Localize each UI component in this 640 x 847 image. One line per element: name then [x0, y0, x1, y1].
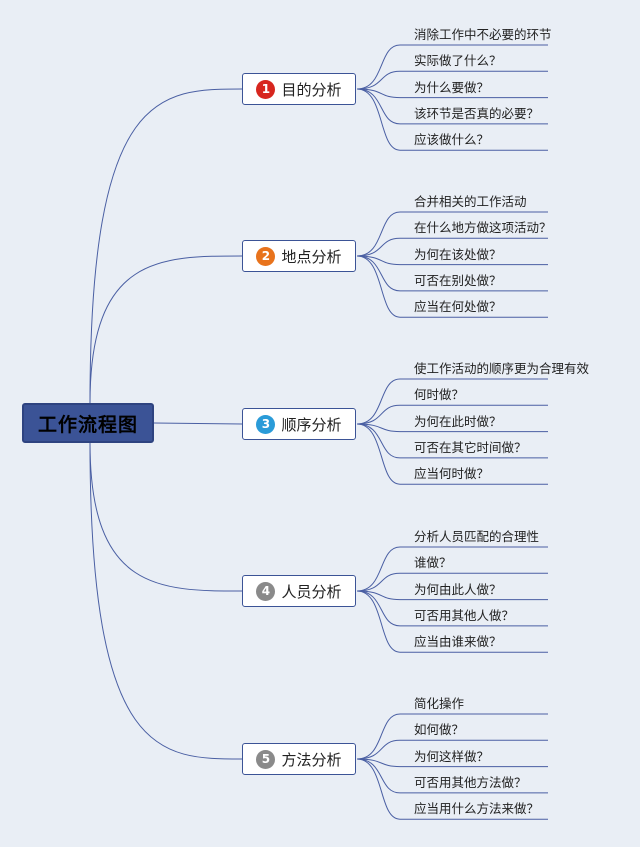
leaf-item[interactable]: 在什么地方做这项活动？ — [414, 220, 552, 236]
root-to-branch-line — [89, 88, 243, 404]
branch-label: 顺序分析 — [281, 415, 342, 434]
number-badge: 3 — [256, 414, 276, 434]
leaf-item[interactable]: 为何由此人做？ — [414, 581, 502, 597]
branch-to-leaf-line — [356, 404, 548, 425]
branch-to-leaf-line — [356, 88, 548, 125]
branch-to-leaf-line — [356, 255, 548, 318]
root-label: 工作流程图 — [37, 413, 138, 436]
branch-to-leaf-line — [356, 255, 548, 292]
leaf-item[interactable]: 应当用什么方法来做？ — [414, 801, 540, 817]
branch-to-leaf-line — [356, 378, 548, 425]
leaf-item[interactable]: 如何做？ — [414, 722, 465, 738]
leaf-item[interactable]: 分析人员匹配的合理性 — [414, 529, 540, 544]
branch-to-leaf-line — [356, 758, 548, 820]
leaf-item[interactable]: 简化操作 — [414, 696, 465, 711]
leaf-item[interactable]: 该环节是否真的必要？ — [414, 105, 540, 121]
branch-to-leaf-line — [356, 590, 548, 601]
leaf-item[interactable]: 为何在此时做？ — [414, 413, 502, 429]
branch-node-3[interactable]: 3 顺序分析 — [242, 408, 356, 440]
branch-to-leaf-line — [356, 88, 548, 151]
leaf-item[interactable]: 合并相关的工作活动 — [414, 194, 527, 209]
branch-to-leaf-line — [356, 88, 548, 99]
leaf-item[interactable]: 应当由谁来做？ — [414, 634, 502, 650]
leaf-item[interactable]: 可否在其它时间做？ — [414, 439, 527, 455]
branch-to-leaf-line — [356, 758, 548, 768]
leaf-item[interactable]: 应当在何处做？ — [414, 299, 502, 315]
leaf-item[interactable]: 实际做了什么？ — [414, 53, 502, 69]
branch-to-leaf-line — [356, 44, 548, 90]
leaf-item[interactable]: 谁做？ — [414, 555, 452, 571]
branch-to-leaf-line — [356, 237, 548, 257]
branch-to-leaf-line — [356, 572, 548, 592]
branch-node-5[interactable]: 5 方法分析 — [242, 743, 356, 775]
branch-to-leaf-line — [356, 590, 548, 627]
number-badge: 2 — [256, 246, 276, 266]
root-node[interactable]: 工作流程图 — [22, 403, 154, 443]
leaf-item[interactable]: 应该做什么？ — [414, 132, 490, 148]
branch-node-2[interactable]: 2 地点分析 — [242, 240, 356, 272]
root-to-branch-line — [89, 442, 243, 760]
branch-to-leaf-line — [356, 211, 548, 257]
branch-to-leaf-line — [356, 423, 548, 459]
branch-to-leaf-line — [356, 546, 548, 592]
branch-to-leaf-line — [356, 423, 548, 485]
number-badge: 1 — [256, 79, 276, 99]
leaf-item[interactable]: 应当何时做？ — [414, 466, 490, 482]
leaf-item[interactable]: 何时做？ — [414, 387, 465, 403]
number-badge: 4 — [256, 581, 276, 601]
leaf-item[interactable]: 可否在别处做？ — [414, 272, 502, 288]
root-to-branch-line — [89, 255, 243, 404]
leaf-item[interactable]: 为什么要做？ — [414, 79, 490, 95]
leaf-item[interactable]: 为何这样做？ — [414, 748, 490, 764]
leaf-item[interactable]: 使工作活动的顺序更为合理有效 — [414, 361, 590, 376]
branch-to-leaf-line — [356, 255, 548, 266]
branch-to-leaf-line — [356, 713, 548, 760]
root-to-branch-line — [89, 442, 243, 592]
branch-to-leaf-line — [356, 758, 548, 794]
branch-label: 人员分析 — [281, 582, 342, 601]
root-to-branch-line — [153, 422, 243, 425]
number-badge: 5 — [256, 749, 276, 769]
branch-label: 地点分析 — [281, 247, 342, 266]
branch-label: 目的分析 — [281, 80, 342, 99]
leaf-item[interactable]: 可否用其他人做？ — [414, 607, 515, 623]
branch-to-leaf-line — [356, 590, 548, 653]
branch-to-leaf-line — [356, 739, 548, 760]
leaf-item[interactable]: 可否用其他方法做？ — [414, 774, 527, 790]
leaf-item[interactable]: 消除工作中不必要的环节 — [414, 27, 552, 42]
branch-node-4[interactable]: 4 人员分析 — [242, 575, 356, 607]
leaf-item[interactable]: 为何在该处做？ — [414, 246, 502, 262]
branch-to-leaf-line — [356, 70, 548, 90]
branch-label: 方法分析 — [281, 750, 342, 769]
branch-node-1[interactable]: 1 目的分析 — [242, 73, 356, 105]
branch-to-leaf-line — [356, 423, 548, 433]
